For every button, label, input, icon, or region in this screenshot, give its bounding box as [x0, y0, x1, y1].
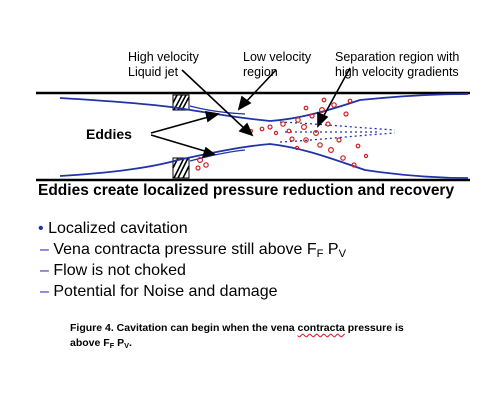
bullet-marker: •: [38, 220, 44, 237]
bullet-marker: –: [40, 262, 49, 279]
bullet-localized-cavitation: • Localized cavitation: [38, 218, 346, 239]
bullet-text-p: P: [323, 241, 339, 258]
bullet-vena-contracta: – Vena contracta pressure still above FF…: [40, 239, 346, 260]
label-separation-region: Separation region with high velocity gra…: [335, 50, 460, 79]
subscript-f: F: [316, 247, 324, 260]
bullet-text: Flow is not choked: [53, 262, 186, 279]
eddy-loop-bottom: [189, 149, 246, 162]
bullet-text: Potential for Noise and damage: [53, 283, 278, 300]
caption-underlined-word: contracta: [297, 322, 345, 334]
subscript-v: V: [338, 247, 347, 260]
label-arrows: [150, 67, 351, 159]
bullet-not-choked: – Flow is not choked: [40, 260, 346, 281]
caption-line-1: Figure 4. Cavitation can begin when the …: [70, 322, 404, 334]
orifice-plate-bottom-hatch: [172, 157, 190, 179]
jet-boundary-bottom: [59, 143, 469, 179]
bullet-text: Vena contracta pressure still above F: [53, 241, 317, 258]
bullet-list: • Localized cavitation – Vena contracta …: [38, 218, 346, 302]
bullet-marker: –: [40, 283, 49, 300]
bullet-marker: –: [40, 241, 49, 258]
eddy-loop-top: [189, 105, 246, 115]
bullet-text: Localized cavitation: [48, 220, 188, 237]
caption-line-2: above FF PV.: [70, 337, 132, 350]
separation-lines: [279, 121, 396, 143]
jet-boundary-top: [59, 93, 469, 122]
slide-heading: Eddies create localized pressure reducti…: [38, 182, 455, 199]
bullet-noise-damage: – Potential for Noise and damage: [40, 281, 346, 302]
label-eddies: Eddies: [86, 126, 132, 142]
label-low-velocity: Low velocity region: [243, 50, 312, 79]
label-high-velocity: High velocity Liquid jet: [128, 50, 199, 79]
figure-caption: Figure 4. Cavitation can begin when the …: [70, 321, 470, 351]
cavitation-bubbles: [195, 97, 369, 171]
vena-contracta-diagram: [36, 67, 470, 182]
